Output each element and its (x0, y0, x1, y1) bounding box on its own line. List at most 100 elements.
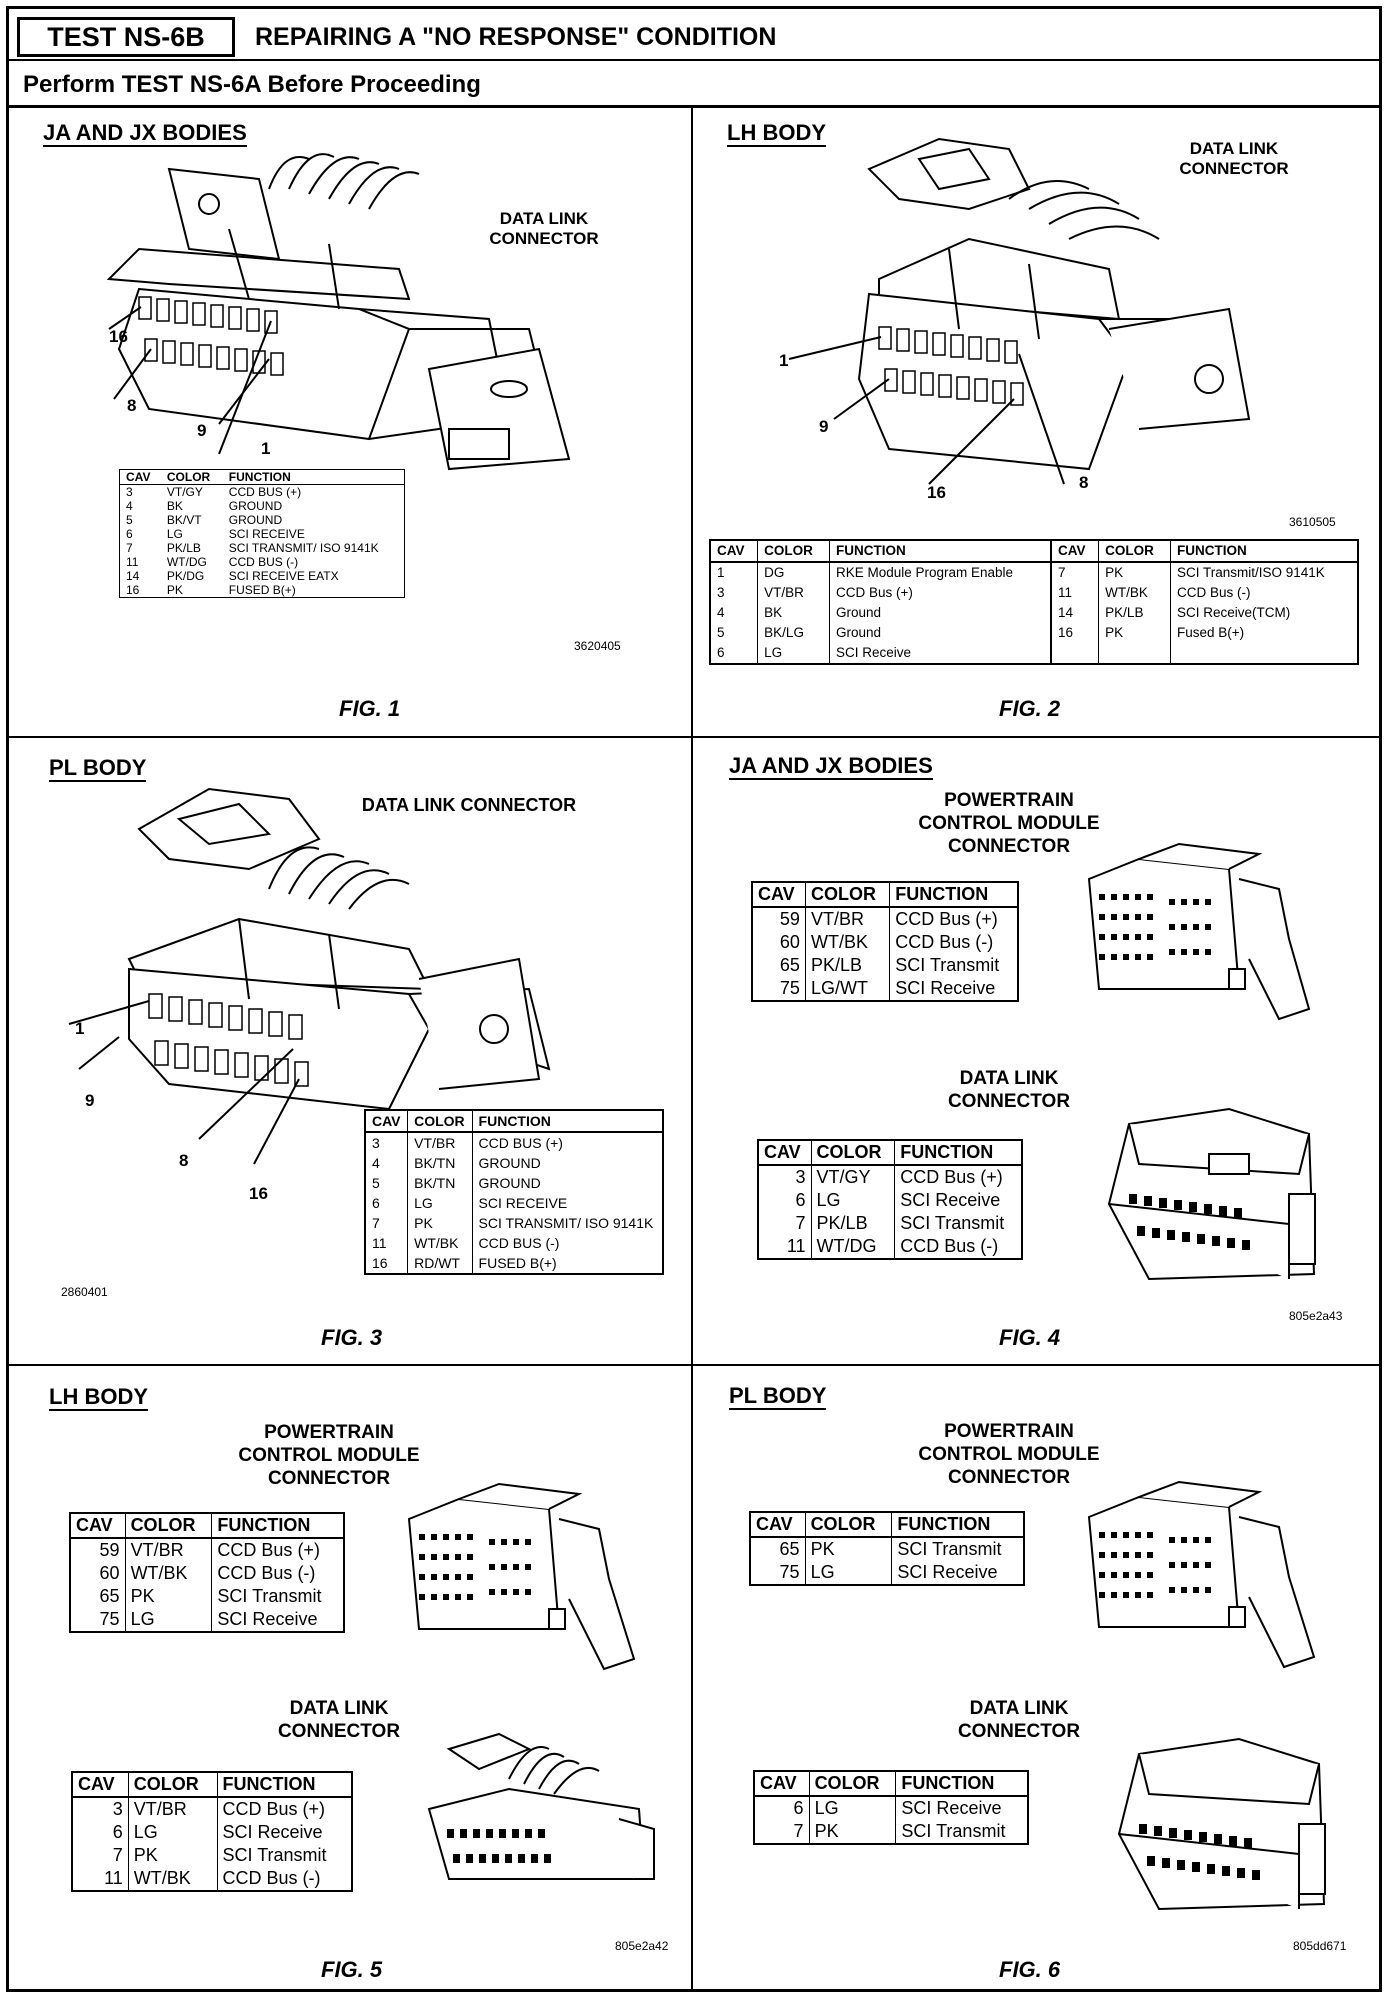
table-cell (1169, 643, 1358, 664)
table-cell: CCD BUS (-) (471, 1233, 663, 1253)
table-cell: 59 (99, 1540, 120, 1560)
table-cell: SCI Transmit (889, 954, 1018, 977)
fig1-pin-1-label: 1 (261, 439, 271, 458)
table-cell: SCI RECEIVE (471, 1193, 663, 1213)
column-header: COLOR (160, 469, 223, 485)
fig4-dlc-connector-drawing (1107, 1107, 1316, 1281)
table-cell: 6 (795, 1190, 806, 1210)
fig2-pin-16-label: 16 (927, 483, 946, 502)
fig3-pin-16-label: 16 (249, 1184, 268, 1203)
column-header: CAV (72, 1772, 129, 1798)
table-cell: GROUND (471, 1173, 663, 1193)
table-cell: CCD Bus (-) (211, 1562, 344, 1585)
table-cell (1098, 643, 1171, 664)
table-cell: BK/TN (407, 1153, 473, 1173)
fig3-pin-1-label: 1 (75, 1019, 85, 1038)
table-cell: WT/BK (1098, 583, 1171, 603)
column-header: COLOR (1098, 540, 1171, 563)
column-header: COLOR (804, 882, 890, 908)
table-cell: 60 (99, 1563, 120, 1583)
row-divider-2 (9, 1364, 1379, 1366)
table-cell (1050, 643, 1099, 664)
fig3-pin-8-label: 8 (179, 1151, 189, 1170)
table-cell: LG (407, 1193, 473, 1213)
table-cell: 16 (126, 583, 140, 597)
fig2-connector-drawing (788, 137, 1251, 485)
table-cell: RKE Module Program Enable (828, 562, 1051, 583)
column-header: CAV (750, 1512, 806, 1538)
page-header: TEST NS-6B REPAIRING A "NO RESPONSE" CON… (9, 9, 1379, 61)
column-header: COLOR (757, 540, 830, 563)
column-header: CAV (1050, 540, 1099, 563)
column-header: COLOR (810, 1140, 895, 1166)
table-cell: GROUND (228, 499, 283, 513)
table-cell: PK/LB (166, 541, 201, 555)
column-header: COLOR (804, 1512, 892, 1538)
table-cell: 6 (126, 527, 133, 541)
table-cell: PK (166, 583, 183, 597)
table-cell: 6 (717, 645, 725, 660)
column-header: COLOR (407, 1110, 473, 1133)
column-header: FUNCTION (216, 1772, 352, 1798)
column-header: FUNCTION (471, 1110, 663, 1133)
table-cell: PK/LB (1098, 603, 1171, 623)
fig6-caption: FIG. 6 (999, 1957, 1061, 1982)
table-cell: Ground (828, 623, 1051, 643)
fig1-pin-9-label: 9 (197, 421, 207, 440)
table-cell: VT/GY (810, 1165, 895, 1189)
table-cell: CCD Bus (-) (894, 1235, 1022, 1259)
table-cell: GROUND (471, 1153, 663, 1173)
table-cell: LG (757, 643, 830, 664)
column-header: COLOR (124, 1513, 212, 1539)
table-cell: FUSED B(+) (471, 1253, 663, 1274)
table-cell: LG/WT (804, 977, 890, 1001)
table-cell: SCI RECEIVE (228, 527, 305, 541)
subtitle-bar: Perform TEST NS-6A Before Proceeding (9, 61, 1379, 108)
table-cell: PK/LB (804, 954, 890, 977)
table-cell: 7 (795, 1213, 806, 1233)
table-cell: WT/BK (407, 1233, 473, 1253)
fig5-dlc-connector-drawing (427, 1732, 655, 1880)
table-cell: 75 (99, 1609, 120, 1629)
page-title: REPAIRING A "NO RESPONSE" CONDITION (255, 23, 777, 51)
table-cell: PK (1098, 562, 1171, 583)
table-cell: CCD Bus (+) (894, 1165, 1022, 1189)
table-cell: SCI Receive (216, 1821, 352, 1844)
table-cell: 3 (795, 1167, 806, 1187)
column-header: FUNCTION (889, 882, 1018, 908)
table-cell: 7 (1050, 562, 1099, 583)
table-cell: VT/BR (757, 583, 830, 603)
column-header: CAV (758, 1140, 812, 1166)
table-cell: 6 (112, 1822, 123, 1842)
table-cell: SCI TRANSMIT/ ISO 9141K (471, 1213, 663, 1233)
table-cell: Ground (828, 603, 1051, 623)
table-cell: CCD Bus (-) (216, 1867, 352, 1891)
table-cell: RD/WT (407, 1253, 473, 1274)
fig2-caption: FIG. 2 (999, 696, 1061, 721)
fig3-pin-9-label: 9 (85, 1091, 95, 1110)
table-cell: PK (1098, 623, 1171, 643)
table-cell: CCD BUS (+) (471, 1132, 663, 1153)
table-cell: SCI Receive (889, 977, 1018, 1001)
